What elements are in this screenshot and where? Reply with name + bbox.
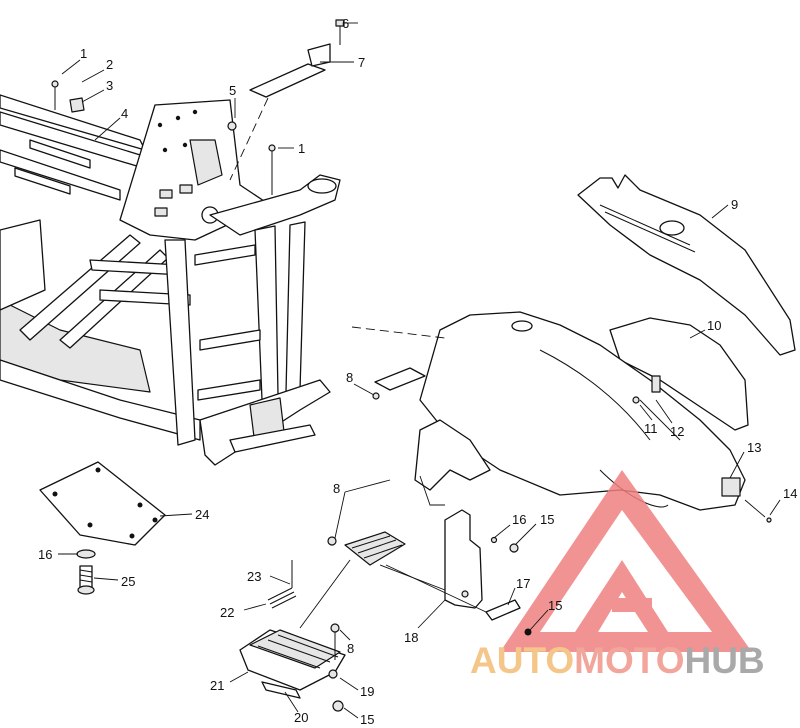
watermark-auto: AUTO	[470, 640, 575, 681]
callout-15b: 15	[548, 598, 562, 613]
callout-8b: 8	[333, 481, 340, 496]
callout-21: 21	[210, 678, 224, 693]
watermark-moto: MOTO	[574, 640, 685, 681]
inner-fender-10	[609, 317, 749, 431]
callout-10: 10	[707, 318, 721, 333]
callout-22: 22	[220, 605, 234, 620]
callout-16b: 16	[38, 547, 52, 562]
callout-5: 5	[229, 83, 236, 98]
fender-cover-9	[577, 174, 796, 356]
frame-assembly	[0, 80, 341, 466]
callout-18: 18	[404, 630, 418, 645]
callout-7: 7	[358, 55, 365, 70]
skid-plate-24	[39, 461, 166, 546]
footrest-small	[344, 531, 406, 566]
callout-2: 2	[106, 57, 113, 72]
callout-17: 17	[516, 576, 530, 591]
callout-19: 19	[360, 684, 374, 699]
spring-22	[267, 560, 297, 609]
callout-1b: 1	[298, 141, 305, 156]
callout-14: 14	[783, 486, 797, 501]
callout-3: 3	[106, 78, 113, 93]
callout-6: 6	[342, 16, 349, 31]
callout-16: 16	[512, 512, 526, 527]
callout-23: 23	[247, 569, 261, 584]
front-fender	[414, 311, 746, 511]
callout-8: 8	[346, 370, 353, 385]
callout-15c: 15	[360, 712, 374, 727]
callout-1: 1	[80, 46, 87, 61]
watermark-hub: HUB	[684, 640, 765, 681]
callout-4: 4	[121, 106, 128, 121]
footpeg-21	[239, 629, 346, 699]
callout-12: 12	[670, 424, 684, 439]
bracket-7	[249, 19, 345, 98]
callout-20: 20	[294, 710, 308, 725]
callout-24: 24	[195, 507, 209, 522]
callout-25: 25	[121, 574, 135, 589]
callout-11: 11	[644, 421, 658, 436]
watermark-text: AUTOMOTOHUB	[470, 640, 800, 690]
callout-13: 13	[747, 440, 761, 455]
callouts: 1 2 3 4 5 6 7 1 8 9 10 11 12	[38, 16, 797, 727]
callout-9: 9	[731, 197, 738, 212]
callout-15: 15	[540, 512, 554, 527]
mud-flap-18	[444, 509, 521, 621]
bolt-25	[76, 549, 96, 595]
callout-8c: 8	[347, 641, 354, 656]
